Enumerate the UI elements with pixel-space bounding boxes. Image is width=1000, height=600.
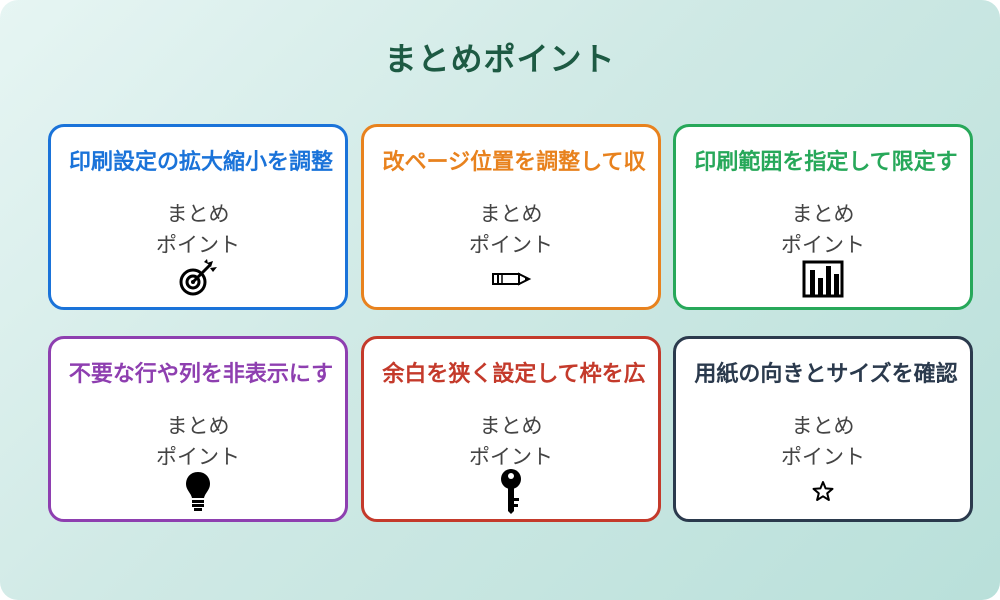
card-subtitle-line1: まとめ [166,414,230,438]
card-subtitle-line2: ポイント [781,233,865,257]
point-card-paper-orientation: 用紙の向きとサイズを確認 まとめ ポイント [673,336,973,522]
card-subtitle-line1: まとめ [791,414,855,438]
target-icon [176,259,220,299]
point-card-print-scale: 印刷設定の拡大縮小を調整 まとめ ポイント [48,124,348,310]
point-card-hide-rows: 不要な行や列を非表示にす まとめ ポイント [48,336,348,522]
card-subtitle-line1: まとめ [479,414,543,438]
card-title: 不要な行や列を非表示にす [68,362,334,387]
card-subtitle-line1: まとめ [166,202,230,226]
card-subtitle-line2: ポイント [156,233,240,257]
key-icon [489,469,533,514]
card-subtitle-line2: ポイント [469,445,553,469]
card-subtitle-line2: ポイント [781,445,865,469]
lightbulb-icon [176,471,220,511]
card-title: 印刷設定の拡大縮小を調整 [68,150,333,175]
point-card-page-break: 改ページ位置を調整して収 まとめ ポイント [361,124,661,310]
card-subtitle: まとめ ポイント [51,199,345,261]
star-icon [801,471,845,511]
card-subtitle-line1: まとめ [479,202,543,226]
card-subtitle: まとめ ポイント [364,411,658,473]
card-subtitle-line2: ポイント [156,445,240,469]
point-card-margins: 余白を狭く設定して枠を広 まとめ ポイント [361,336,661,522]
point-card-print-area: 印刷範囲を指定して限定す まとめ ポイント [673,124,973,310]
card-subtitle: まとめ ポイント [51,411,345,473]
chart-icon [801,259,845,299]
card-title: 改ページ位置を調整して収 [382,150,646,175]
card-subtitle: まとめ ポイント [364,199,658,261]
card-subtitle: まとめ ポイント [676,411,970,473]
page-title: まとめポイント [384,40,616,78]
card-title: 印刷範囲を指定して限定す [694,150,958,175]
card-subtitle: まとめ ポイント [676,199,970,261]
card-subtitle-line1: まとめ [791,202,855,226]
card-subtitle-line2: ポイント [469,233,553,257]
card-title: 余白を狭く設定して枠を広 [382,362,646,387]
card-title: 用紙の向きとサイズを確認 [694,362,958,387]
pencil-icon [489,259,533,299]
